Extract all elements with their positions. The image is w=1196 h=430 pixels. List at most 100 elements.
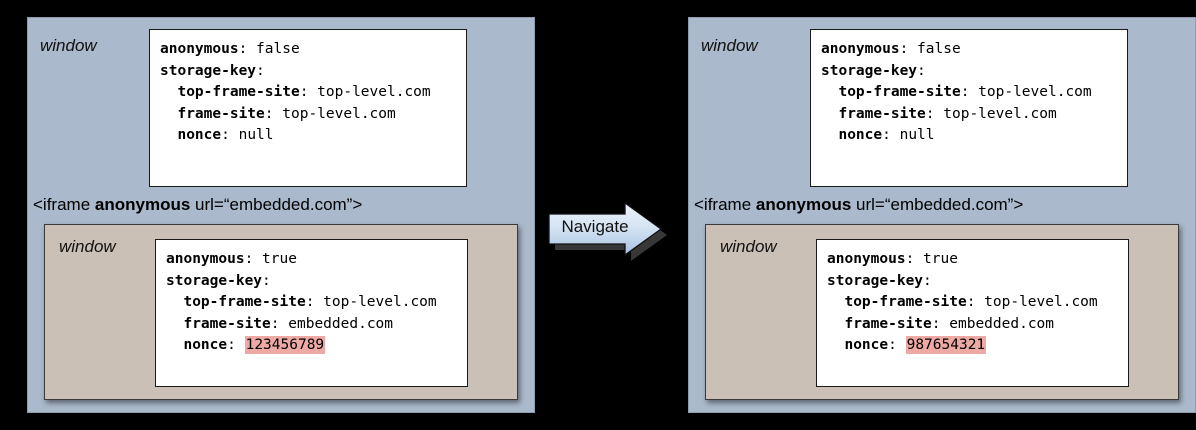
code-separator: :: [227, 337, 245, 353]
code-key: nonce: [838, 127, 883, 143]
code-separator: :: [256, 62, 265, 79]
code-indent: [827, 316, 844, 332]
code-key: top-frame-site: [844, 294, 967, 310]
code-value: null: [899, 127, 935, 143]
code-line: frame-site: top-level.com: [821, 104, 1117, 126]
code-key: anonymous: [821, 41, 900, 57]
code-value: true: [923, 251, 958, 267]
nonce-value-highlighted: 123456789: [244, 336, 326, 354]
iframe-declaration-prefix: <iframe: [694, 195, 756, 214]
code-line: nonce: null: [160, 125, 456, 147]
code-key: nonce: [844, 337, 889, 353]
code-key: top-frame-site: [177, 84, 300, 100]
code-indent: [160, 84, 177, 100]
code-separator: :: [905, 251, 924, 267]
code-separator: :: [238, 41, 257, 57]
code-line: nonce: 987654321: [827, 335, 1118, 357]
code-value: embedded.com: [949, 315, 1055, 332]
code-separator: :: [305, 294, 324, 310]
window-label: window: [701, 36, 758, 55]
iframe-declaration-suffix: url=“embedded.com”>: [190, 195, 363, 214]
code-indent: [160, 127, 177, 143]
inner-window-label: window: [59, 237, 116, 256]
code-value: top-level.com: [282, 105, 396, 122]
code-key: anonymous: [166, 251, 245, 267]
code-line: anonymous: false: [821, 39, 1117, 61]
code-indent: [827, 294, 844, 310]
code-line: top-frame-site: top-level.com: [160, 82, 456, 104]
code-indent: [166, 337, 183, 353]
code-line: storage-key:: [160, 61, 456, 83]
code-key: top-frame-site: [838, 84, 961, 100]
code-separator: :: [960, 84, 979, 100]
code-line: top-frame-site: top-level.com: [821, 82, 1117, 104]
code-value: false: [256, 41, 300, 57]
code-separator: :: [221, 127, 239, 143]
code-separator: :: [888, 337, 906, 353]
code-line: frame-site: embedded.com: [827, 314, 1118, 336]
navigate-arrow: Navigate: [543, 201, 673, 269]
code-value: top-level.com: [317, 84, 431, 100]
code-value: top-level.com: [943, 105, 1057, 122]
iframe-declaration-suffix: url=“embedded.com”>: [851, 195, 1024, 214]
code-key: storage-key: [160, 62, 257, 79]
iframe-anonymous-keyword: anonymous: [755, 195, 852, 214]
code-separator: :: [923, 272, 932, 289]
code-indent: [160, 106, 177, 122]
code-separator: :: [264, 105, 283, 122]
code-line: frame-site: embedded.com: [166, 314, 457, 336]
code-line: frame-site: top-level.com: [160, 104, 456, 126]
window-label: window: [40, 36, 97, 55]
code-key: storage-key: [827, 272, 924, 289]
code-separator: :: [882, 127, 900, 143]
code-indent: [166, 294, 183, 310]
code-indent: [821, 84, 838, 100]
iframe-declaration-before: <iframe anonymous url=“embedded.com”>: [33, 195, 362, 215]
code-value: embedded.com: [288, 315, 394, 332]
iframe-anonymous-keyword: anonymous: [94, 195, 191, 214]
code-line: storage-key:: [166, 271, 457, 293]
code-key: nonce: [183, 337, 228, 353]
code-separator: :: [917, 62, 926, 79]
code-value: top-level.com: [978, 84, 1092, 100]
code-key: frame-site: [838, 105, 926, 122]
code-line: storage-key:: [827, 271, 1118, 293]
iframe-declaration-after: <iframe anonymous url=“embedded.com”>: [694, 195, 1023, 215]
code-value: top-level.com: [984, 294, 1098, 310]
inner-window-label: window: [720, 237, 777, 256]
code-line: anonymous: true: [827, 249, 1118, 271]
nonce-value-highlighted: 987654321: [905, 336, 987, 354]
code-key: anonymous: [160, 41, 239, 57]
code-line: anonymous: true: [166, 249, 457, 271]
code-value: false: [917, 41, 961, 57]
code-line: nonce: 123456789: [166, 335, 457, 357]
code-separator: :: [244, 251, 263, 267]
code-value: top-level.com: [323, 294, 437, 310]
code-key: frame-site: [177, 105, 265, 122]
code-separator: :: [270, 315, 289, 332]
code-value: null: [238, 127, 274, 143]
code-separator: :: [299, 84, 318, 100]
code-separator: :: [925, 105, 944, 122]
code-key: storage-key: [821, 62, 918, 79]
code-line: anonymous: false: [160, 39, 456, 61]
code-indent: [821, 106, 838, 122]
code-separator: :: [262, 272, 271, 289]
code-indent: [821, 127, 838, 143]
iframe-declaration-prefix: <iframe: [33, 195, 95, 214]
code-separator: :: [899, 41, 918, 57]
code-key: storage-key: [166, 272, 263, 289]
code-key: anonymous: [827, 251, 906, 267]
arrow-shape: [548, 201, 663, 257]
code-indent: [166, 316, 183, 332]
code-key: nonce: [177, 127, 222, 143]
code-line: top-frame-site: top-level.com: [827, 292, 1118, 314]
